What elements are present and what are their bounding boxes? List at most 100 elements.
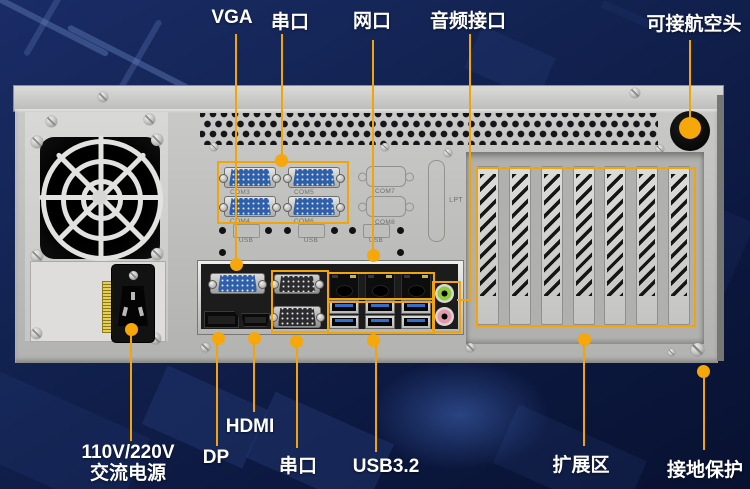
expansion-slot-2 xyxy=(509,166,531,325)
usb-tongue xyxy=(371,319,389,322)
audio-mic-jack xyxy=(435,307,454,326)
usb-port-1 xyxy=(329,300,359,314)
screw xyxy=(150,333,161,344)
callout-dot-vga xyxy=(230,258,243,271)
usb-opening xyxy=(404,318,428,326)
usb-port-5 xyxy=(365,315,395,329)
jack-screw xyxy=(270,280,279,289)
fan-hub xyxy=(92,190,107,205)
db9-connector xyxy=(293,198,335,215)
lan-led xyxy=(368,275,374,278)
serial-port-com4 xyxy=(219,196,281,217)
panel-hole xyxy=(219,227,226,234)
callout-line-lan xyxy=(372,40,374,252)
screw xyxy=(31,250,43,262)
label-vga: VGA xyxy=(211,7,253,28)
usb-stamped-cutout xyxy=(298,224,325,238)
background-glow xyxy=(370,360,550,470)
slot-vents xyxy=(607,174,623,296)
screw xyxy=(656,145,664,153)
callout-dot-expansion xyxy=(578,333,591,346)
usb-tongue xyxy=(335,304,353,307)
usb-port-6 xyxy=(401,315,431,329)
panel-hole xyxy=(331,227,338,234)
usb-tongue xyxy=(371,304,389,307)
com3-label: COM3 xyxy=(230,189,250,196)
chassis-top-cap xyxy=(13,85,724,112)
label-serial-top: 串口 xyxy=(270,12,310,33)
callout-box-lan xyxy=(327,272,435,303)
db9-connector xyxy=(279,276,315,292)
label-aviation: 可接航空头 xyxy=(646,14,742,35)
stamp-bump xyxy=(405,202,414,211)
screw xyxy=(201,343,210,352)
screw xyxy=(151,248,163,260)
screw xyxy=(151,134,163,146)
jack-screw xyxy=(283,174,292,183)
com8-label: COM8 xyxy=(375,219,395,226)
usb-stamped-cutout xyxy=(363,224,390,238)
callout-line-expansion xyxy=(583,344,585,446)
hdmi-opening xyxy=(245,317,266,323)
usb-opening xyxy=(368,318,392,326)
callout-line-serial-top xyxy=(281,34,283,160)
slot-vents xyxy=(639,174,655,296)
callout-dot-dp xyxy=(212,332,225,345)
callout-dot-serial-bottom xyxy=(290,335,303,348)
lan-port-3 xyxy=(401,273,431,300)
fan-grille xyxy=(39,135,163,261)
com4-label: COM4 xyxy=(230,218,250,225)
usb-stamp-label: USB xyxy=(368,237,384,244)
callout-line-audio xyxy=(469,34,471,301)
usb-stamp-label: USB xyxy=(238,237,254,244)
rj45-opening xyxy=(372,285,389,297)
callout-dot-lan xyxy=(367,249,380,262)
jack-screw xyxy=(219,203,228,212)
com7-label: COM7 xyxy=(375,188,395,195)
jack-screw xyxy=(219,174,228,183)
jack-screw xyxy=(316,313,325,322)
stamp-bump xyxy=(358,202,367,211)
jack-screw xyxy=(336,174,345,183)
audio-lineout-jack xyxy=(435,284,454,303)
com8-stamped-cutout xyxy=(358,196,414,217)
jack-screw xyxy=(315,280,324,289)
callout-box-audio xyxy=(432,281,461,333)
com6-label: COM6 xyxy=(294,218,314,225)
panel-hole xyxy=(397,249,404,256)
label-power-line2: 交流电源 xyxy=(89,463,167,484)
jack-screw xyxy=(269,313,278,322)
lan-led xyxy=(422,275,428,278)
jack-screw xyxy=(336,203,345,212)
screw xyxy=(31,328,42,339)
power-pin xyxy=(131,292,135,300)
jack-screw xyxy=(272,203,281,212)
panel-hole xyxy=(349,227,356,234)
label-power-line1: 110V/220V xyxy=(81,442,175,463)
callout-line-usb xyxy=(375,345,377,452)
lpt-stamped-cutout xyxy=(428,160,445,242)
callout-dot-serial-top xyxy=(275,154,288,167)
usb-stamp-label: USB xyxy=(303,237,319,244)
slot-vents xyxy=(480,174,496,296)
jack-screw xyxy=(283,203,292,212)
hdmi-port xyxy=(241,313,270,327)
label-power: 110V/220V 交流电源 xyxy=(82,442,175,484)
callout-line-aviation xyxy=(689,40,691,122)
expansion-slot-3 xyxy=(541,166,563,325)
db9-connector xyxy=(229,198,271,215)
dp-port xyxy=(204,311,239,328)
lan-led xyxy=(332,275,338,278)
lan-led xyxy=(386,275,392,278)
rj45-opening xyxy=(408,285,425,297)
serial-port-com5 xyxy=(283,167,345,188)
screw xyxy=(630,88,640,98)
vent-holes-strip xyxy=(200,113,658,145)
screw xyxy=(144,114,155,125)
callout-line-serial-bottom xyxy=(296,346,298,448)
stamp-bump xyxy=(358,172,367,181)
com7-stamped-cutout xyxy=(358,166,414,187)
screw xyxy=(46,116,57,127)
screw xyxy=(129,271,138,280)
label-serial-bottom: 串口 xyxy=(278,456,318,477)
